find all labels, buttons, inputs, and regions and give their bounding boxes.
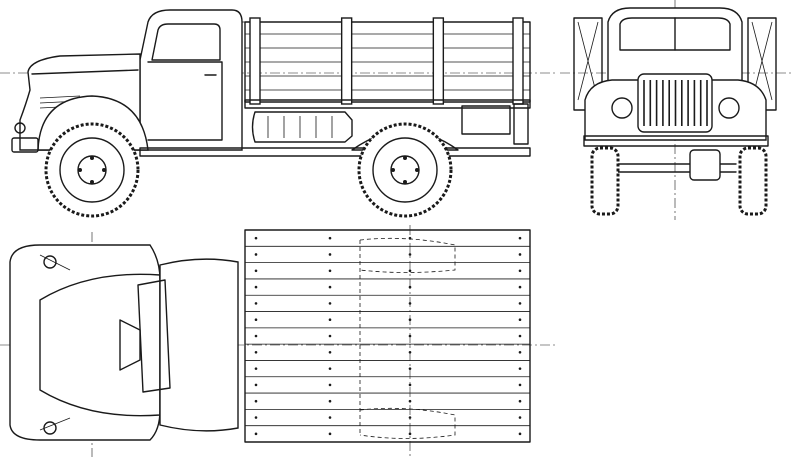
top-cargo-bed [244, 229, 531, 443]
plank-bolt [408, 351, 412, 354]
top-windshield [137, 279, 171, 393]
front-bumper [11, 137, 39, 153]
side-front-wheel [44, 122, 140, 218]
left-headlamp-top [43, 255, 57, 269]
tow-hook [14, 122, 26, 134]
side-view [0, 9, 555, 218]
plank-bolt [254, 236, 258, 240]
plank-bolt [254, 302, 258, 305]
plank-bolt [408, 367, 412, 370]
plank-bolt [328, 318, 332, 321]
plank-bolt [254, 351, 258, 354]
plank-bolt [518, 416, 522, 419]
bed-stake [512, 17, 524, 105]
plank-bolt [408, 334, 412, 338]
right-headlamp-top [43, 421, 57, 435]
top-cowl-vent [119, 319, 141, 371]
plank-bolt [328, 302, 332, 305]
plank-bolt [328, 334, 332, 338]
front-bumper-front-view [583, 135, 769, 147]
front-left-tire [590, 146, 620, 216]
plank-bolt [328, 351, 332, 354]
plank-bolt [518, 383, 522, 387]
top-view [0, 225, 555, 457]
front-view [560, 0, 794, 220]
plank-bolt [408, 253, 412, 256]
top-cab-roof [159, 258, 239, 432]
grille-bars [643, 80, 708, 126]
plank-bolt [408, 383, 412, 387]
plank-bolt [328, 236, 332, 240]
plank-bolt [408, 416, 412, 419]
plank-bolt [254, 367, 258, 370]
side-cargo-bed [244, 17, 531, 109]
right-headlight [718, 97, 740, 119]
plank-bolt [328, 285, 332, 289]
plank-bolt [408, 269, 412, 273]
plank-bolt [518, 269, 522, 273]
plank-bolt [518, 302, 522, 305]
plank-bolt [328, 269, 332, 273]
side-chassis [139, 103, 531, 157]
plank-bolt [254, 269, 258, 273]
plank-bolt [518, 318, 522, 321]
plank-bolt [518, 236, 522, 240]
plank-bolt [254, 253, 258, 256]
differential [689, 149, 721, 181]
bed-stake [432, 17, 445, 105]
left-headlight [611, 97, 633, 119]
side-window [151, 23, 221, 61]
plank-bolt [328, 432, 332, 436]
plank-bolt [518, 367, 522, 370]
plank-bolt [518, 399, 522, 403]
plank-bolt [518, 285, 522, 289]
windshield [619, 17, 731, 51]
plank-bolt [518, 432, 522, 436]
side-bed-stakes [249, 17, 524, 105]
plank-bolt [254, 399, 258, 403]
bed-stake [340, 17, 353, 105]
front-right-tire [738, 146, 768, 216]
fuel-tank [251, 111, 353, 143]
bed-stake [249, 17, 261, 105]
wheel-well-outline [359, 237, 456, 439]
plank-bolt [518, 334, 522, 338]
rear-mudflap [513, 103, 529, 145]
plank-bolt [408, 318, 412, 321]
plank-bolt [328, 383, 332, 387]
plank-bolt [254, 432, 258, 436]
plank-bolt [408, 302, 412, 305]
top-bed-planks [245, 236, 530, 436]
plank-bolt [254, 285, 258, 289]
side-rear-wheel [357, 122, 453, 218]
plank-bolt [408, 399, 412, 403]
plank-bolt [328, 253, 332, 256]
plank-bolt [408, 285, 412, 289]
plank-bolt [408, 432, 412, 436]
plank-bolt [328, 399, 332, 403]
side-cab [139, 9, 246, 151]
plank-bolt [254, 383, 258, 387]
plank-bolt [328, 367, 332, 370]
plank-bolt [254, 318, 258, 321]
tool-box [461, 105, 511, 135]
plank-bolt [328, 416, 332, 419]
plank-bolt [254, 334, 258, 338]
plank-bolt [518, 253, 522, 256]
plank-bolt [518, 351, 522, 354]
plank-bolt [254, 416, 258, 419]
